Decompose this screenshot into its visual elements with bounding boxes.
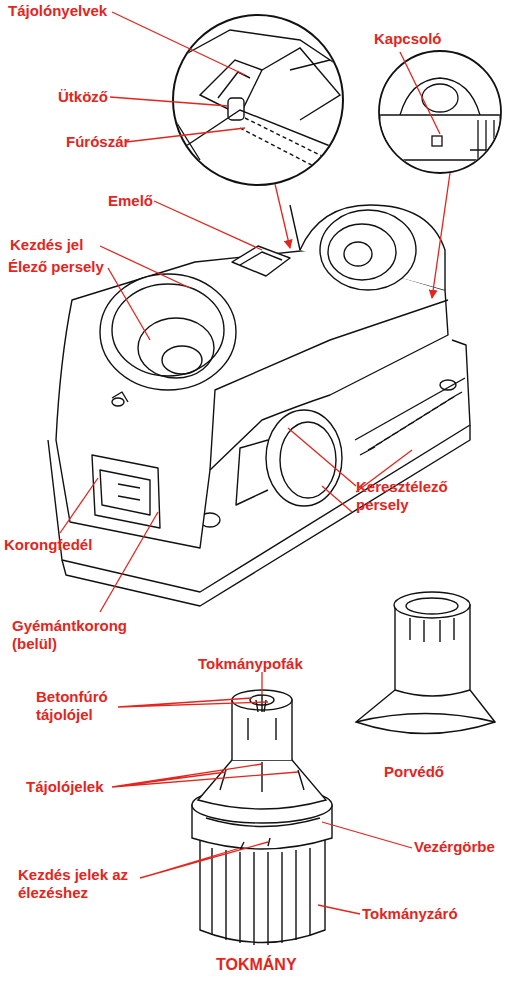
part-label: Kezdés jel xyxy=(10,236,83,254)
part-label: Kezdés jelek az élezéshez xyxy=(18,866,130,902)
part-label: Betonfúró tájolójel xyxy=(36,688,122,724)
dust-cover xyxy=(356,592,495,734)
part-label: Élező persely xyxy=(8,258,104,276)
part-label: Keresztélező persely xyxy=(356,478,468,514)
switch-detail xyxy=(370,51,501,173)
leader-lines xyxy=(60,12,450,914)
part-label: Tájolójelek xyxy=(26,778,104,796)
part-label: Gyémántkorong (belül) xyxy=(12,617,140,653)
part-label: Tokmányzáró xyxy=(362,905,458,923)
detail-zoom xyxy=(173,15,345,185)
part-label: Korongfedél xyxy=(4,536,92,554)
part-label: Vezérgörbe xyxy=(414,838,495,856)
part-label: Emelő xyxy=(108,192,153,210)
sharpener-body xyxy=(48,205,470,606)
part-label: Kapcsoló xyxy=(374,30,442,48)
part-label: TOKMÁNY xyxy=(216,956,297,974)
part-label: Tájolónyelvek xyxy=(8,2,107,20)
part-label: Ütköző xyxy=(58,88,108,106)
part-label: Porvédő xyxy=(384,763,444,781)
chuck xyxy=(192,690,332,945)
part-label: Tokmánypofák xyxy=(198,655,303,673)
part-label: Fúrószár xyxy=(66,133,129,151)
